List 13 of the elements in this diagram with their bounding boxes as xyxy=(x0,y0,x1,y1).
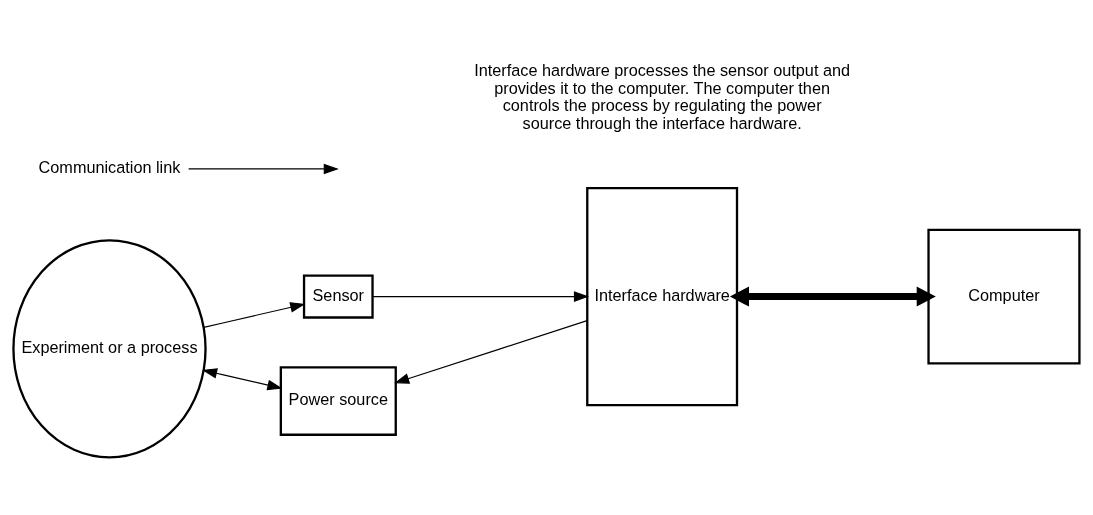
node-box: Power source xyxy=(279,365,397,436)
node-box: Interface hardware xyxy=(586,186,739,406)
node-ellipse: Experiment or a process xyxy=(12,238,207,459)
arrow xyxy=(372,290,589,302)
node-box: Sensor xyxy=(302,274,374,319)
arrow xyxy=(202,367,283,390)
arrow xyxy=(203,301,306,328)
arrow xyxy=(729,286,936,307)
arrow xyxy=(188,163,339,174)
node-text: Communication link xyxy=(38,157,181,176)
node-box: Computer xyxy=(927,228,1081,364)
arrow xyxy=(394,319,588,384)
label: Interface hardware processes the sensor output and provides it to the computer. The computer then controls the process by regulating the power source through the interface hardware. xyxy=(474,60,851,132)
